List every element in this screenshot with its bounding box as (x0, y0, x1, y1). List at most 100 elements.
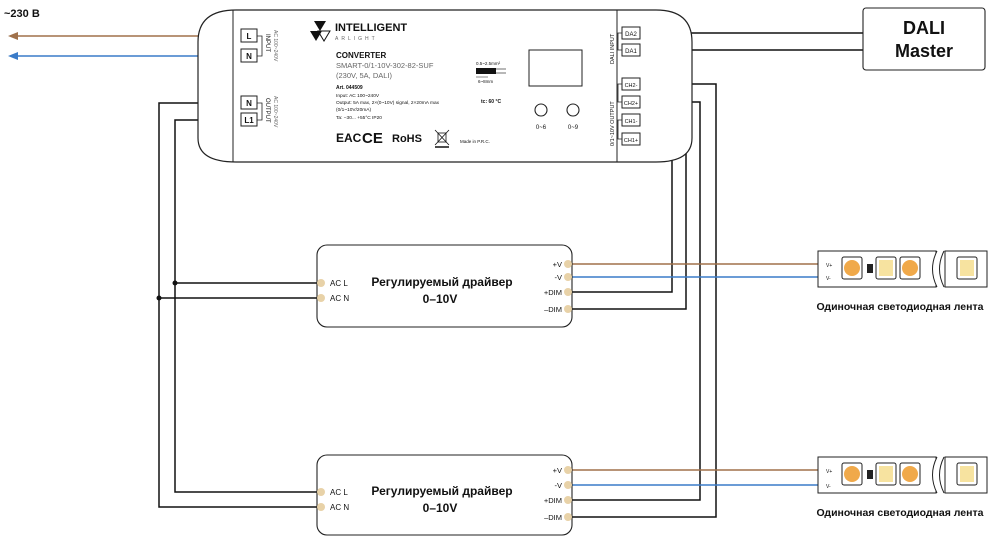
dali-master-box (862, 7, 986, 71)
cert-ce: CE (362, 130, 383, 147)
bracket (617, 32, 622, 51)
terminal-n-out (240, 95, 258, 110)
terminal-ch2-plus (621, 95, 641, 109)
driver-title: Регулируемый драйвер (371, 275, 512, 289)
converter-device: L N N L1 INPUT AC 100~240V OUTPUT AC 100… (197, 9, 693, 163)
led-strip-2: V+ V- Одиночная светодиодная лента (817, 456, 988, 519)
dimmable-driver-1: AC L AC N Регулируемый драйвер 0–10V +V … (316, 244, 573, 328)
converter-body (197, 9, 693, 163)
driver-out-vminus: -V (555, 481, 563, 490)
terminal-block-right: DALI INPUT 0/1~10V OUTPUT DA2 DA1 CH2- C… (610, 26, 641, 146)
driver-ac-n: AC N (330, 503, 349, 512)
weee-bin-icon (434, 129, 450, 148)
terminal-label: L1 (244, 116, 254, 125)
input-sub-label: AC 100~240V (272, 30, 278, 62)
terminal-label: CH1- (625, 119, 638, 125)
resistor (867, 470, 873, 479)
dali-input-label: DALI INPUT (610, 33, 616, 64)
brand-sub: ARLIGHT (335, 36, 378, 42)
terminal-block-left: L N N L1 INPUT AC 100~240V OUTPUT AC 100… (240, 28, 278, 128)
terminal-n (240, 48, 258, 63)
made-in: Made in P.R.C. (460, 139, 490, 144)
bracket (257, 35, 263, 57)
driver-out-dimplus: +DIM (544, 496, 562, 505)
resistor (867, 264, 873, 273)
converter-title: CONVERTER (336, 51, 386, 60)
mains-label: ~230 В (4, 8, 40, 20)
strip-caption: Одиночная светодиодная лента (817, 507, 984, 519)
arrow-left-icon (8, 52, 18, 60)
dali-master-line1: DALI (903, 18, 945, 38)
strip-caption: Одиночная светодиодная лента (817, 301, 984, 313)
brand-name: INTELLIGENT (335, 22, 407, 34)
terminal-label: L (247, 32, 252, 41)
output-n-wire (158, 102, 317, 508)
converter-spec: (230V, 5A, DALI) (336, 71, 393, 80)
tc-rating: tc: 60 °C (481, 99, 501, 105)
arrow-left-icon (8, 32, 18, 40)
converter-output-spec: Output: 5A max, 2×(0~10V) signal, 2×20mA… (336, 100, 440, 106)
driver-ac-l: AC L (330, 279, 348, 288)
bracket (617, 83, 622, 103)
strip-vminus: V- (826, 276, 831, 282)
driver-subtitle: 0–10V (423, 501, 458, 515)
strip-vminus: V- (826, 484, 831, 490)
terminal-da1 (621, 43, 641, 57)
strip-vplus: V+ (826, 469, 832, 475)
bracket (617, 119, 622, 140)
terminal-ch1-plus (621, 132, 641, 146)
driver-body (316, 244, 573, 328)
driver-out-dimminus: –DIM (544, 305, 562, 314)
display-window (528, 49, 583, 87)
converter-output-spec2: (0/1~10V/20mA) (336, 107, 371, 113)
converter-input-spec: Input: AC 100~240V (336, 93, 380, 99)
driver-subtitle: 0–10V (423, 292, 458, 306)
cert-eac: EAC (336, 131, 362, 145)
terminal-label: CH2+ (624, 101, 638, 107)
driver-ac-n: AC N (330, 294, 349, 303)
junction-dot (172, 280, 178, 286)
output-label: OUTPUT (264, 98, 270, 123)
driver-out-vplus: +V (553, 466, 562, 475)
address-dial-2[interactable] (566, 103, 580, 117)
terminal-l (240, 28, 258, 43)
dali-master-line2: Master (895, 41, 953, 61)
brand-logo (310, 21, 331, 42)
driver-body (316, 454, 573, 536)
terminal-ch1-minus (621, 113, 641, 127)
dial-1-label: 0~6 (536, 125, 547, 131)
terminal-label: CH2- (625, 83, 638, 89)
terminal-da2 (621, 26, 641, 40)
terminal-label: N (246, 52, 252, 61)
dial-2-label: 0~9 (568, 125, 579, 131)
output-sub-label: AC 100~240V (272, 96, 278, 128)
junction-dot (156, 295, 162, 301)
dimmable-driver-2: AC L AC N Регулируемый драйвер 0–10V +V … (316, 454, 573, 536)
strip-vplus: V+ (826, 263, 832, 269)
terminal-label: DA2 (625, 32, 637, 38)
driver-out-dimminus: –DIM (544, 513, 562, 522)
driver-title: Регулируемый драйвер (371, 484, 512, 498)
strip-length: 6~8mm (478, 79, 493, 84)
driver-ac-l: AC L (330, 488, 348, 497)
terminal-l1-out (240, 112, 258, 127)
driver-out-vplus: +V (553, 260, 562, 269)
terminal-label: CH1+ (624, 138, 638, 144)
terminal-label: N (246, 99, 252, 108)
cert-rohs: RoHS (392, 133, 422, 145)
wire-gauge: 0.5~2.5mm² (476, 61, 501, 66)
converter-ta: Ta: −30... +55°C IP20 (336, 115, 382, 121)
input-label: INPUT (264, 34, 270, 52)
led-strip-1: V+ V- Одиночная светодиодная лента (817, 250, 988, 313)
wire-strip-icon (476, 68, 506, 78)
driver-out-dimplus: +DIM (544, 288, 562, 297)
dali-master: DALI Master (862, 7, 986, 71)
converter-model: SMART-0/1-10V-302-82-SUF (336, 61, 434, 70)
terminal-ch2-minus (621, 77, 641, 91)
terminal-label: DA1 (625, 49, 637, 55)
bracket (257, 102, 263, 121)
address-dial-1[interactable] (534, 103, 548, 117)
ctrl-output-label: 0/1~10V OUTPUT (610, 101, 616, 146)
driver-out-vminus: -V (555, 273, 563, 282)
